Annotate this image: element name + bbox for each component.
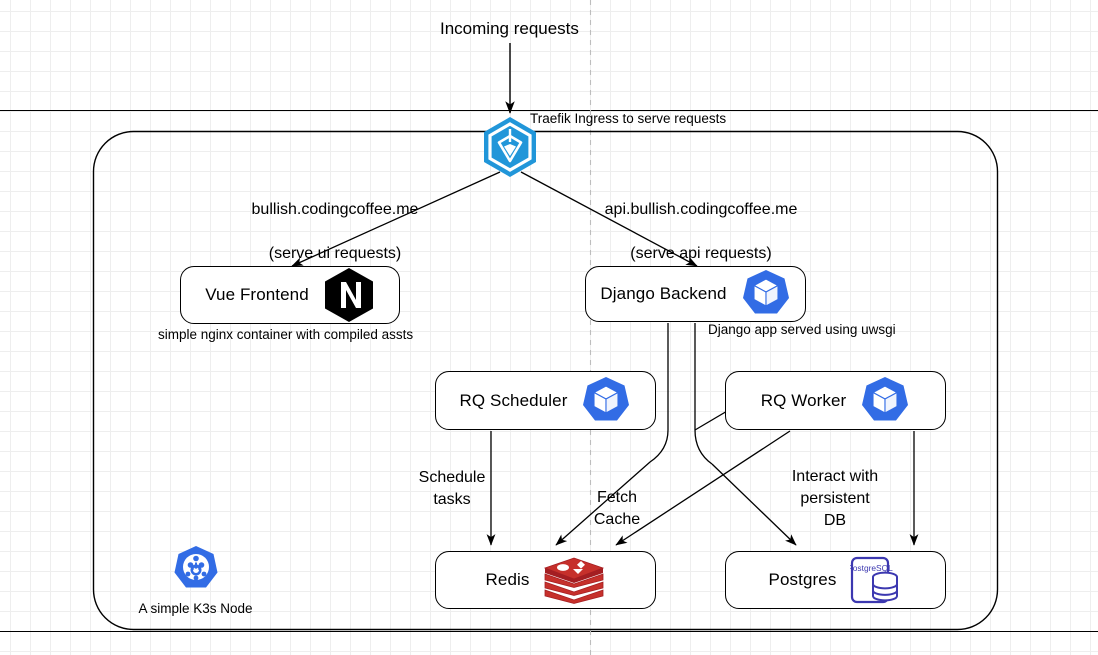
route-api-desc: (serve api requests) (630, 245, 772, 262)
postgresql-icon: PostgreSQL (848, 555, 902, 605)
route-ui-desc: (serve ui requests) (268, 245, 402, 262)
node-django-backend[interactable]: Django Backend (585, 266, 806, 322)
node-vue-frontend[interactable]: Vue Frontend (180, 266, 400, 324)
node-redis-label: Redis (485, 570, 530, 589)
edge-label-interact-db: Interact with persistent DB (791, 468, 879, 529)
svg-text:PostgreSQL: PostgreSQL (850, 563, 893, 573)
node-vue-frontend-label: Vue Frontend (205, 285, 309, 304)
incoming-requests-label: Incoming requests (440, 19, 579, 38)
route-label-ui: bullish.codingcoffee.me (serve ui reques… (205, 177, 465, 287)
node-rq-worker-label: RQ Worker (760, 390, 847, 410)
node-rq-worker[interactable]: RQ Worker (725, 371, 946, 430)
node-postgres[interactable]: Postgres PostgreSQL (725, 551, 946, 609)
vue-frontend-caption: simple nginx container with compiled ass… (158, 327, 414, 342)
node-rq-scheduler[interactable]: RQ Scheduler (435, 371, 656, 430)
route-ui-host: bullish.codingcoffee.me (251, 201, 419, 218)
k3s-node-badge: A simple K3s Node (133, 545, 258, 616)
redis-icon (543, 556, 605, 604)
route-api-host: api.bullish.codingcoffee.me (604, 201, 798, 218)
node-redis[interactable]: Redis (435, 551, 656, 609)
node-rq-scheduler-label: RQ Scheduler (459, 390, 568, 410)
traefik-ingress-icon[interactable] (481, 116, 539, 178)
route-label-api: api.bullish.codingcoffee.me (serve api r… (570, 177, 832, 287)
nginx-icon (323, 267, 375, 323)
edge-label-fetch-cache: Fetch Cache (593, 489, 641, 528)
kubernetes-pod-icon (741, 269, 791, 319)
traefik-ingress-caption: Traefik Ingress to serve requests (530, 111, 727, 126)
kubernetes-pod-icon (860, 376, 910, 426)
edge-label-schedule-tasks: Schedule tasks (418, 469, 486, 508)
edge-backend-branch (694, 323, 713, 465)
django-backend-caption: Django app served using uwsgi (708, 322, 896, 337)
node-postgres-label: Postgres (768, 570, 837, 589)
kubernetes-pod-icon (581, 376, 631, 426)
k3s-node-caption: A simple K3s Node (138, 601, 253, 616)
k3s-node-icon (172, 545, 220, 593)
node-django-backend-label: Django Backend (600, 284, 727, 303)
